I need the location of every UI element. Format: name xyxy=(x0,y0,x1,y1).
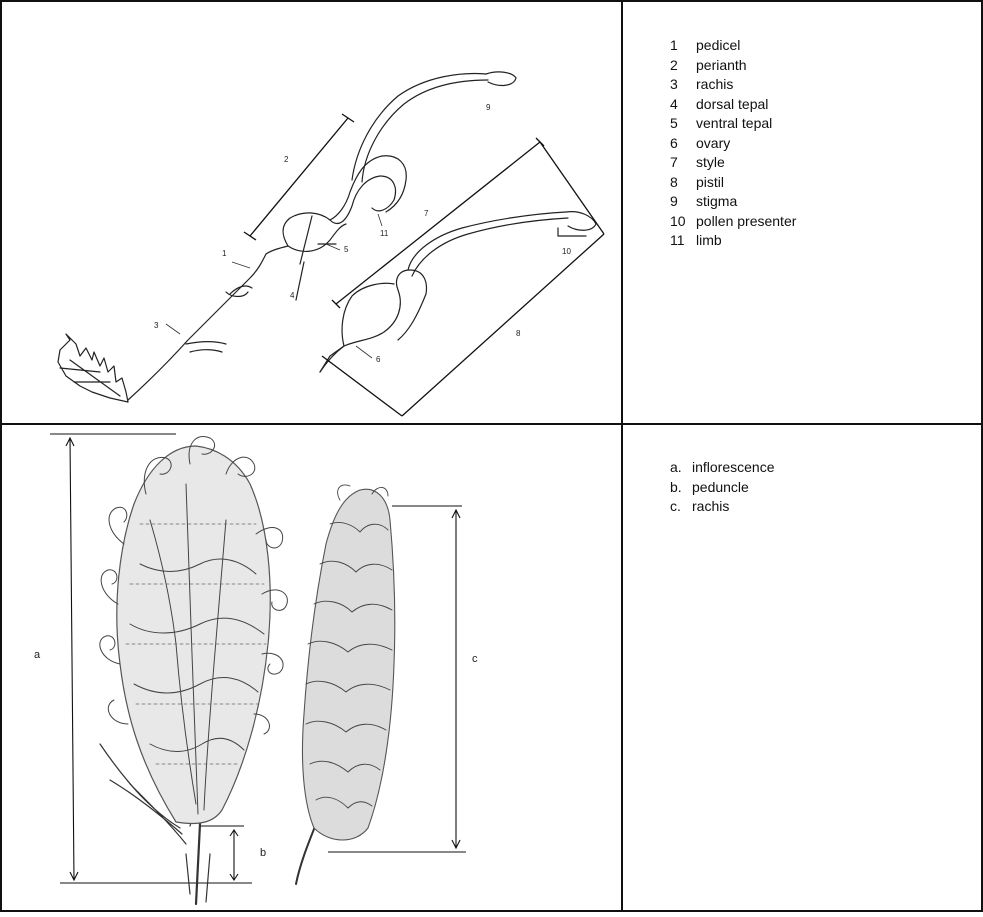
figure-grid: 1 2 3 4 5 6 7 8 9 10 11 1ped xyxy=(0,0,983,912)
table-borders xyxy=(0,0,983,912)
